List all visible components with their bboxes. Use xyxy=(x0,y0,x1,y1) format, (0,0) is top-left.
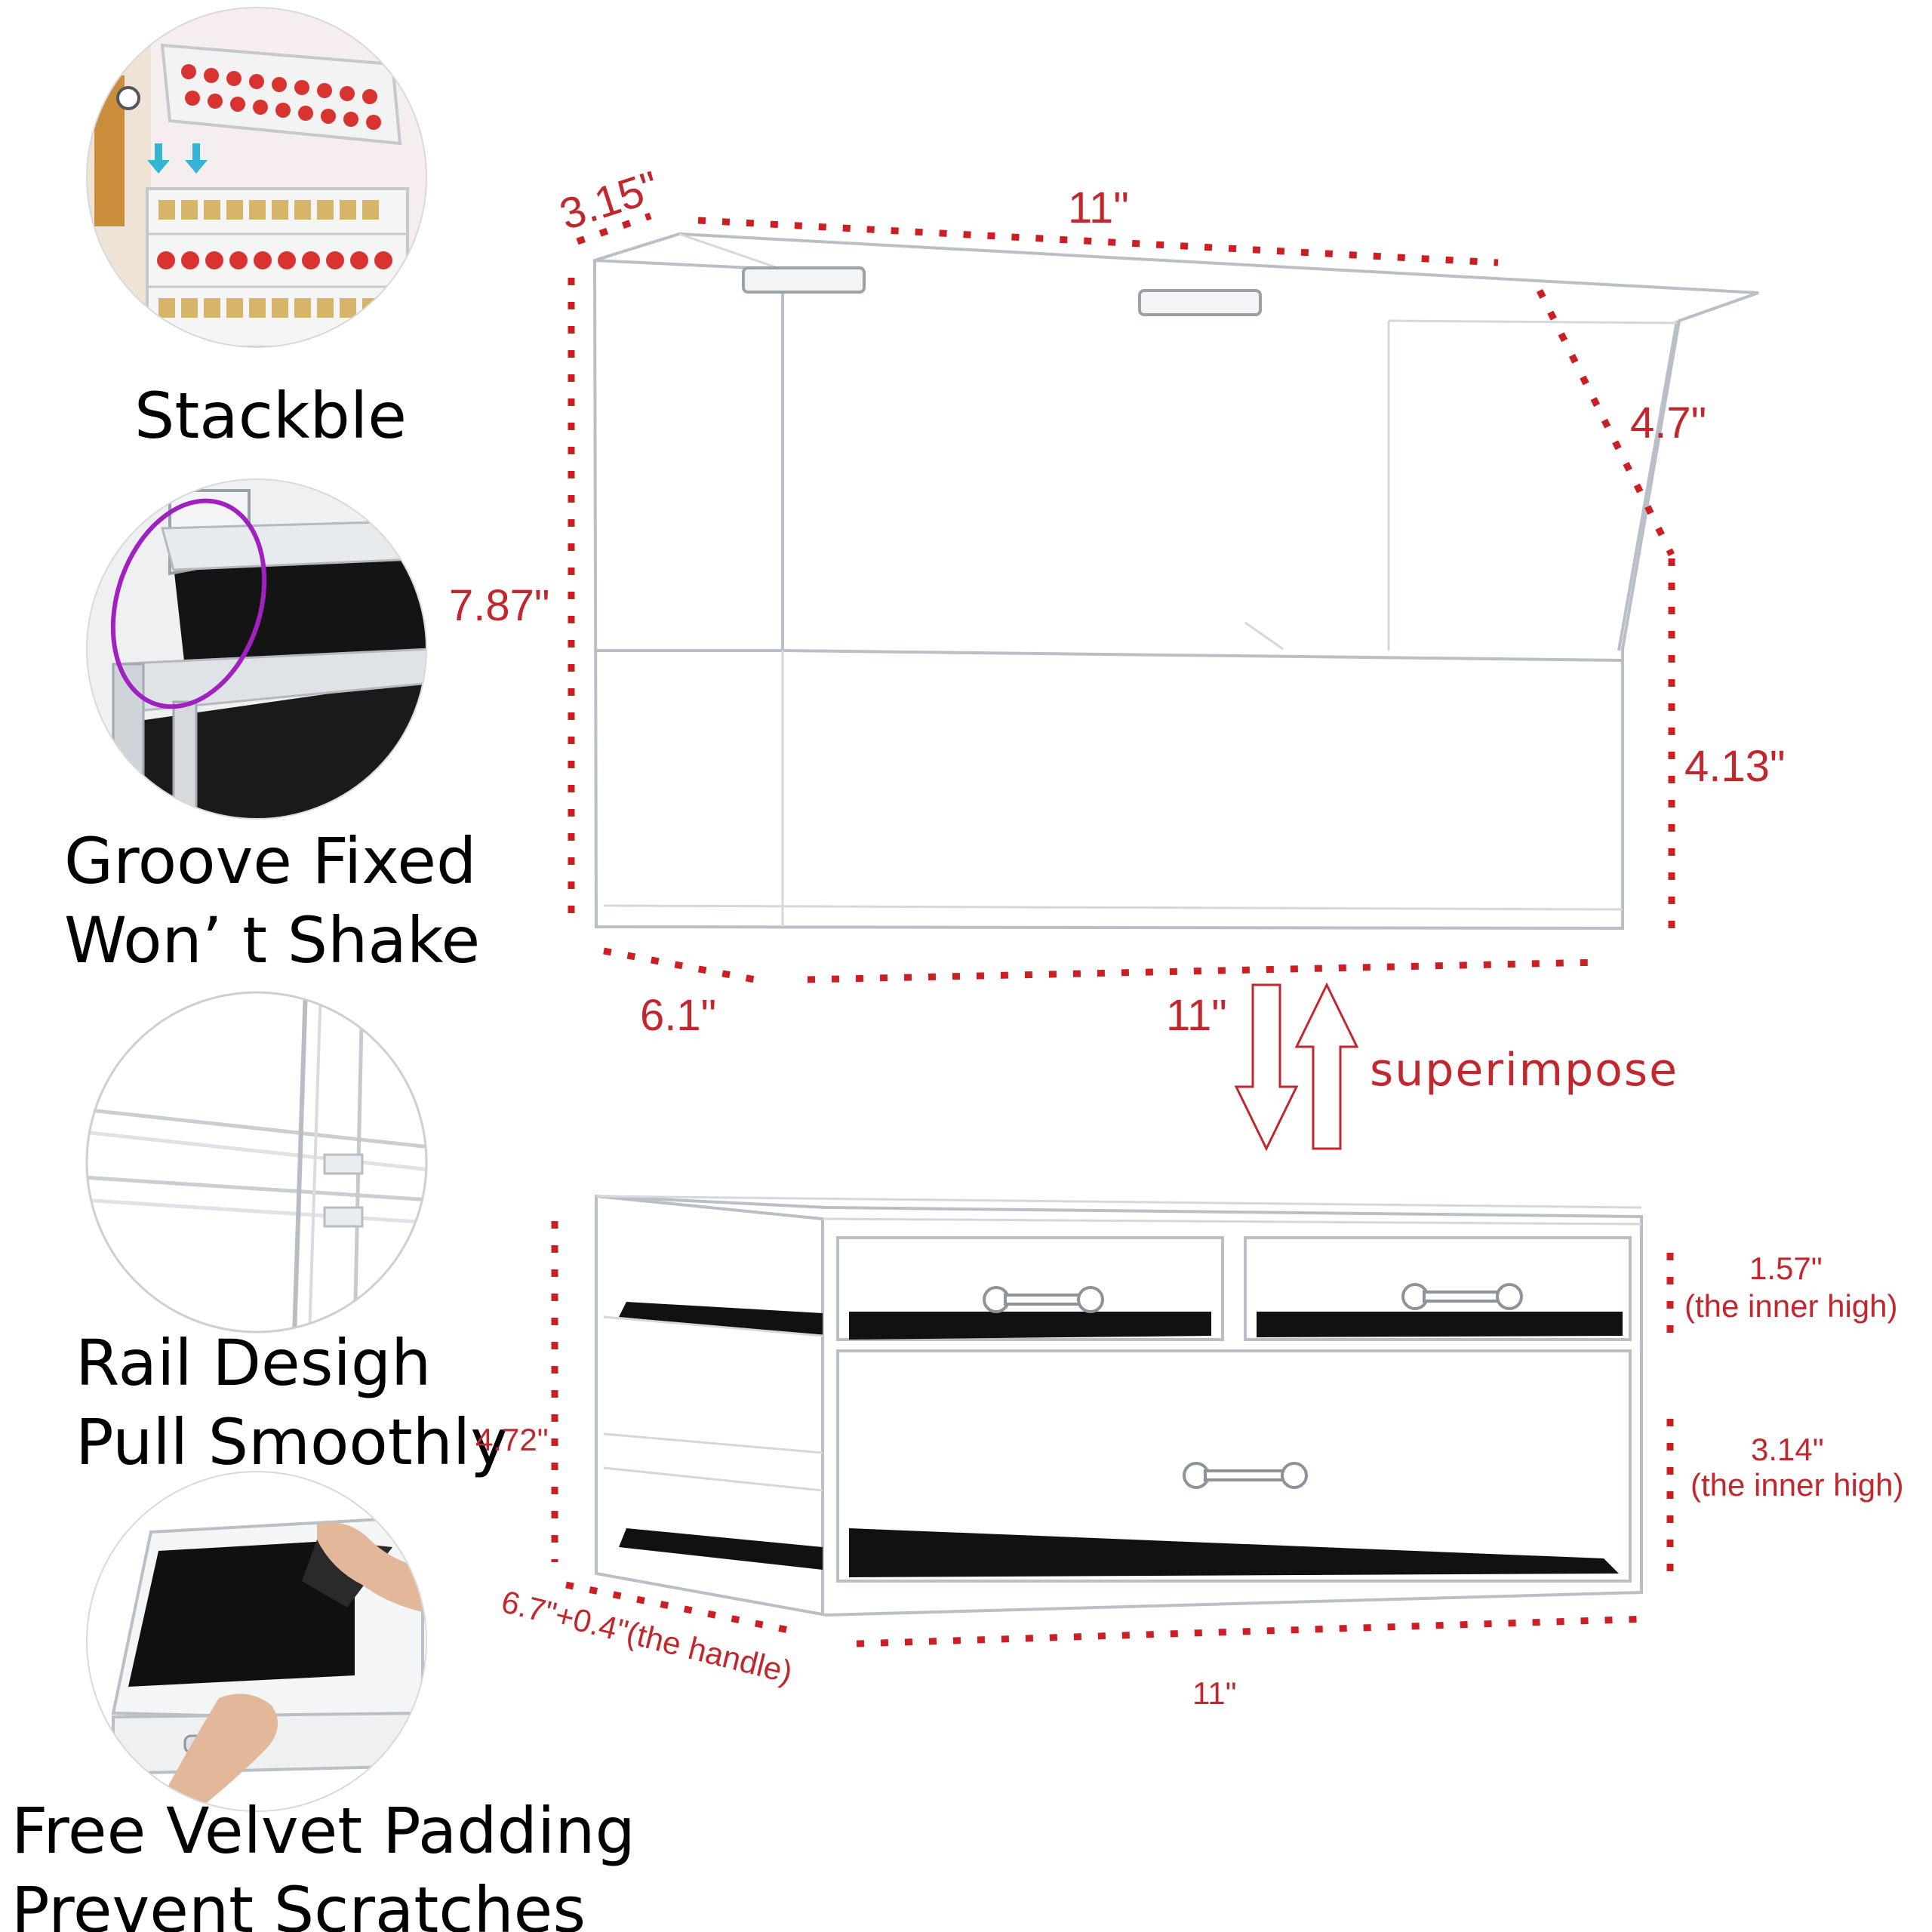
drawer-top-left xyxy=(836,1236,1224,1341)
feature-label-groove: Groove Fixed Won’ t Shake xyxy=(64,824,480,977)
dim-front-height-label: 4.13" xyxy=(1684,742,1785,791)
drawer-top-right xyxy=(1244,1236,1632,1341)
dim-height-label: 7.87" xyxy=(449,581,549,630)
bottom-drawer-unit xyxy=(595,1194,1643,1617)
feature-label-stackable: Stackble xyxy=(134,379,407,453)
svg-text:Free Velvet Padding: Free Velvet Padding xyxy=(11,1794,635,1868)
handle-top-left xyxy=(983,1286,1104,1313)
dim-slope-label: 4.7" xyxy=(1630,398,1706,448)
top-box-dimension-lines xyxy=(568,212,1675,983)
hinge-left xyxy=(742,266,866,294)
svg-text:Stackble: Stackble xyxy=(134,379,407,453)
svg-text:Won’ t Shake: Won’ t Shake xyxy=(64,903,480,977)
superimpose-arrows xyxy=(1234,982,1359,1152)
feature-label-rail: Rail Desigh Pull Smoothly xyxy=(75,1326,508,1479)
dim-unit-depth-label: 6.7"+0.4"(the handle) xyxy=(498,1583,796,1690)
feature-label-velvet: Free Velvet Padding Prevent Scratches xyxy=(11,1794,635,1932)
dim-unit-width-label: 11" xyxy=(1192,1675,1237,1711)
top-acrylic-box xyxy=(592,232,1759,931)
bottom-unit-dimension-lines xyxy=(551,1221,1674,1647)
handle-bottom xyxy=(1183,1462,1308,1489)
dim-bottom-drawer-note: (the inner high) xyxy=(1690,1467,1904,1503)
svg-text:Pull Smoothly: Pull Smoothly xyxy=(75,1405,508,1479)
dim-top-drawer-value: 1.57" xyxy=(1749,1251,1823,1286)
svg-text:Prevent Scratches: Prevent Scratches xyxy=(11,1873,586,1932)
svg-text:Groove Fixed: Groove Fixed xyxy=(64,824,476,898)
hinge-right xyxy=(1138,289,1262,316)
dim-depth-label: 3.15" xyxy=(554,162,665,239)
dim-width-top-label: 11" xyxy=(1068,183,1129,232)
groove-closeup-photo xyxy=(86,478,427,820)
velvet-pad-photo xyxy=(86,1471,427,1812)
dim-width-bottom-label: 11" xyxy=(1166,991,1227,1040)
dim-unit-height-label: 4.72" xyxy=(475,1422,549,1457)
dim-base-depth-label: 6.1" xyxy=(640,991,716,1040)
stacked-drawers-photo xyxy=(86,7,427,348)
rail-closeup-photo xyxy=(85,991,428,1334)
dim-bottom-drawer-value: 3.14" xyxy=(1751,1432,1824,1467)
handle-top-right xyxy=(1401,1283,1523,1310)
dim-top-drawer-note: (the inner high) xyxy=(1684,1288,1898,1324)
superimpose-label: superimpose xyxy=(1370,1044,1678,1097)
drawer-bottom xyxy=(836,1349,1632,1583)
svg-text:Rail Desigh: Rail Desigh xyxy=(75,1326,431,1400)
